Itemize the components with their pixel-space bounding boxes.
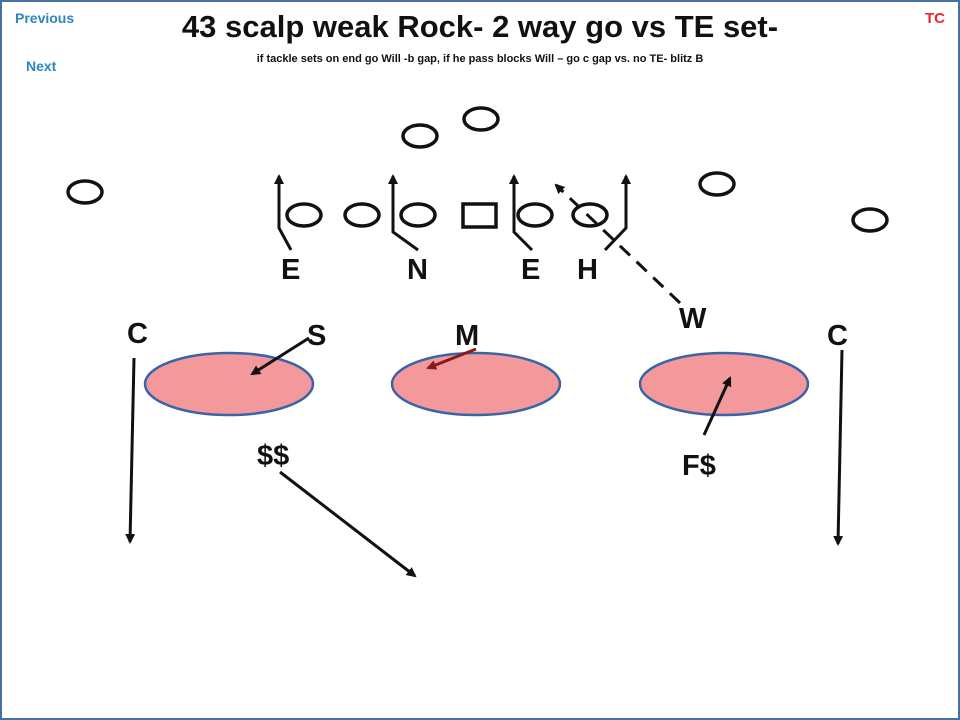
strong-safety-path bbox=[279, 470, 417, 578]
rush-end-right bbox=[509, 174, 534, 252]
label-sam: S bbox=[307, 320, 326, 352]
offense bbox=[66, 106, 889, 233]
dline-rush-paths bbox=[274, 174, 631, 252]
offense-qb bbox=[401, 123, 439, 149]
play-title: 43 scalp weak Rock- 2 way go vs TE set- bbox=[181, 9, 779, 44]
next-link[interactable]: Next bbox=[26, 58, 57, 74]
offense-center bbox=[461, 202, 498, 229]
zone-left bbox=[143, 351, 315, 417]
previous-link[interactable]: Previous bbox=[15, 10, 75, 26]
sam-drop bbox=[250, 336, 310, 376]
corner-right-path bbox=[833, 349, 844, 546]
zone-drops bbox=[250, 336, 732, 436]
rush-nose bbox=[388, 174, 419, 252]
zone-right bbox=[638, 351, 810, 417]
rush-end-left bbox=[274, 174, 293, 251]
label-mike: M bbox=[455, 320, 479, 352]
label-end-left: E bbox=[281, 254, 300, 286]
offense-tackle-right bbox=[571, 202, 609, 228]
label-hawk: H bbox=[577, 254, 598, 286]
offense-rb bbox=[462, 106, 500, 132]
label-end-right: E bbox=[521, 254, 540, 286]
free-safety-drop bbox=[702, 376, 732, 436]
corner-left-path bbox=[125, 357, 136, 544]
defender-labels: E N E H W C S M C $$ F$ bbox=[127, 254, 848, 482]
label-corner-right: C bbox=[827, 320, 848, 352]
label-will: W bbox=[679, 303, 707, 335]
offense-wr-left bbox=[66, 179, 104, 205]
play-subtitle: if tackle sets on end go Will -b gap, if… bbox=[256, 53, 704, 65]
label-strong-safety: $$ bbox=[257, 440, 289, 472]
label-free-safety: F$ bbox=[682, 450, 716, 482]
offense-wr-right bbox=[851, 207, 889, 233]
offense-guard-left bbox=[343, 202, 381, 228]
offense-guard-left-2 bbox=[399, 202, 437, 228]
rush-hawk bbox=[603, 174, 631, 252]
offense-guard-right bbox=[516, 202, 554, 228]
tc-link[interactable]: TC bbox=[925, 10, 945, 27]
offense-wr-right-slot bbox=[698, 171, 736, 197]
mike-drop bbox=[426, 347, 477, 370]
label-nose: N bbox=[407, 254, 428, 286]
offense-tackle-left bbox=[285, 202, 323, 228]
label-corner-left: C bbox=[127, 318, 148, 350]
deep-paths bbox=[125, 349, 844, 578]
will-blitz-path bbox=[554, 183, 682, 305]
coverage-zones bbox=[143, 351, 810, 417]
zone-middle bbox=[390, 351, 562, 417]
